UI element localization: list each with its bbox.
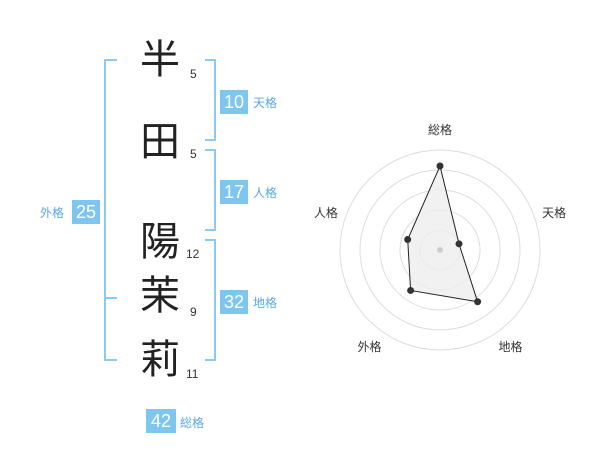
name-char-3: 陽 <box>140 219 180 265</box>
jinkaku-badge: 17 <box>220 180 248 204</box>
radar-point-5 <box>404 235 412 243</box>
gaikaku-bracket <box>104 59 117 361</box>
name-char-1: 半 <box>140 37 180 83</box>
radar-axis-label-2: 天格 <box>542 205 566 220</box>
radar-center-dot <box>437 247 443 253</box>
radar-point-3 <box>474 298 482 306</box>
stroke-count-2: 5 <box>190 147 197 161</box>
soukaku-label: 総格 <box>180 416 205 430</box>
name-char-4: 茉 <box>140 273 180 319</box>
stroke-count-4: 9 <box>190 305 197 319</box>
name-char-2: 田 <box>140 119 180 165</box>
jinkaku-label: 人格 <box>253 186 278 200</box>
soukaku-badge: 42 <box>146 409 176 433</box>
radar-axis-label-4: 外格 <box>357 339 381 354</box>
chikaku-bracket <box>205 239 216 361</box>
chikaku-badge: 32 <box>220 290 248 314</box>
jinkaku-bracket <box>205 149 216 231</box>
radar-point-2 <box>455 240 463 248</box>
name-char-5: 莉 <box>140 337 180 383</box>
tenkaku-label: 天格 <box>253 96 278 110</box>
radar-axis-label-5: 人格 <box>314 205 338 220</box>
radar-polygon <box>407 164 479 303</box>
radar-point-4 <box>407 286 415 294</box>
bracket-lines <box>104 59 216 361</box>
tenkaku-bracket <box>205 59 216 141</box>
gaikaku-label: 外格 <box>40 206 65 220</box>
stroke-count-1: 5 <box>190 67 197 81</box>
radar-axis-label-1: 総格 <box>428 122 452 137</box>
radar-ring-5 <box>339 149 541 351</box>
stroke-count-3: 12 <box>186 247 200 261</box>
stroke-count-5: 11 <box>186 367 199 381</box>
chikaku-label: 地格 <box>253 296 278 310</box>
radar-axis-label-3: 地格 <box>499 339 523 354</box>
radar-point-1 <box>436 162 444 170</box>
gaikaku-badge: 25 <box>72 200 100 224</box>
tenkaku-badge: 10 <box>220 90 248 114</box>
